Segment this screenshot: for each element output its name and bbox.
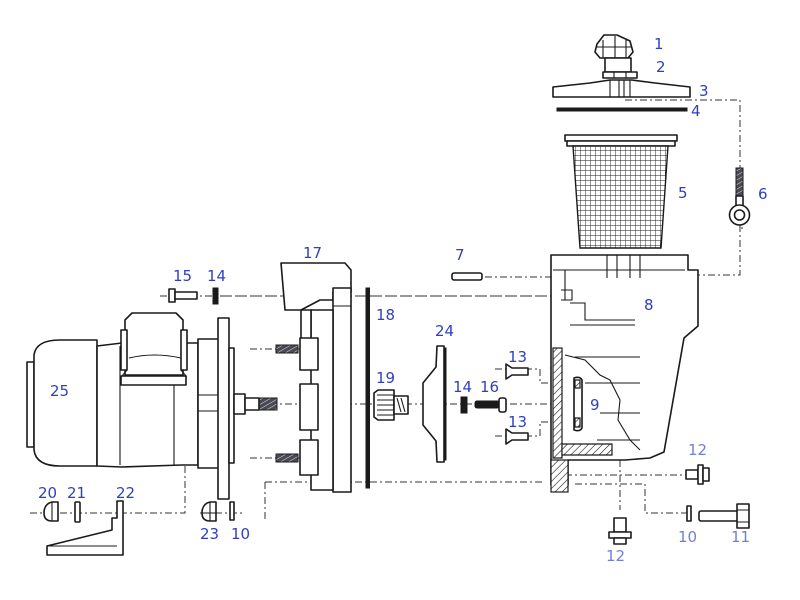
- part-6-drain-plug[interactable]: [728, 167, 751, 226]
- label-25: 25: [50, 382, 70, 400]
- label-7: 7: [455, 246, 465, 264]
- label-21: 21: [67, 484, 87, 502]
- part-22-foot-bracket[interactable]: [46, 500, 124, 556]
- part-7-pin[interactable]: [451, 272, 483, 281]
- label-4: 4: [691, 102, 701, 120]
- label-10-left: 10: [231, 525, 251, 543]
- part-23-cap-nut[interactable]: [201, 501, 217, 522]
- label-13-upper: 13: [508, 348, 528, 366]
- part-24-diffuser[interactable]: [422, 345, 447, 463]
- label-5: 5: [678, 184, 688, 202]
- label-20: 20: [38, 484, 58, 502]
- part-10-washer-right[interactable]: [686, 505, 692, 522]
- part-19-impeller[interactable]: [373, 389, 409, 421]
- label-14-lower: 14: [453, 378, 473, 396]
- label-13-lower: 13: [508, 413, 528, 431]
- label-10-right: 10: [678, 528, 698, 546]
- label-1: 1: [654, 35, 664, 53]
- label-3: 3: [699, 82, 709, 100]
- label-23: 23: [200, 525, 220, 543]
- part-9-seal-insert[interactable]: [573, 376, 583, 432]
- label-16: 16: [480, 378, 500, 396]
- label-15: 15: [173, 267, 193, 285]
- part-1-lid-knob[interactable]: [594, 34, 634, 73]
- part-25-motor[interactable]: [26, 312, 278, 500]
- part-14-washer-lower[interactable]: [460, 396, 468, 414]
- part-12-bolt-right[interactable]: [685, 464, 710, 485]
- label-11: 11: [731, 528, 751, 546]
- part-13-screw-upper[interactable]: [505, 363, 529, 380]
- label-24: 24: [435, 322, 455, 340]
- part-11-hex-bolt[interactable]: [698, 503, 750, 529]
- label-6: 6: [758, 185, 768, 203]
- part-4-cover-o-ring[interactable]: [556, 107, 688, 112]
- part-16-bolt[interactable]: [474, 397, 507, 413]
- label-12-bottom: 12: [606, 547, 626, 565]
- label-9: 9: [590, 396, 600, 414]
- part-18-housing-o-ring[interactable]: [365, 287, 370, 489]
- label-2: 2: [656, 58, 666, 76]
- label-14-upper: 14: [207, 267, 227, 285]
- part-8-pump-housing[interactable]: [550, 254, 699, 493]
- label-19: 19: [376, 369, 396, 387]
- label-18: 18: [376, 306, 396, 324]
- part-10-washer-left[interactable]: [229, 501, 235, 521]
- part-14-washer-upper[interactable]: [212, 287, 219, 305]
- label-8: 8: [644, 296, 654, 314]
- label-12-right: 12: [688, 441, 708, 459]
- part-13-screw-lower[interactable]: [505, 428, 529, 445]
- label-22: 22: [116, 484, 136, 502]
- part-15-bolt[interactable]: [168, 288, 198, 303]
- part-5-strainer-basket[interactable]: [564, 134, 678, 249]
- part-12-bolt-bottom[interactable]: [608, 517, 632, 545]
- part-2-washer[interactable]: [602, 71, 638, 79]
- label-17: 17: [303, 244, 323, 262]
- part-17-seal-plate[interactable]: [275, 262, 352, 493]
- part-21-washer[interactable]: [74, 501, 81, 523]
- part-3-strainer-cover[interactable]: [552, 79, 691, 98]
- part-20-cap-nut[interactable]: [43, 501, 59, 522]
